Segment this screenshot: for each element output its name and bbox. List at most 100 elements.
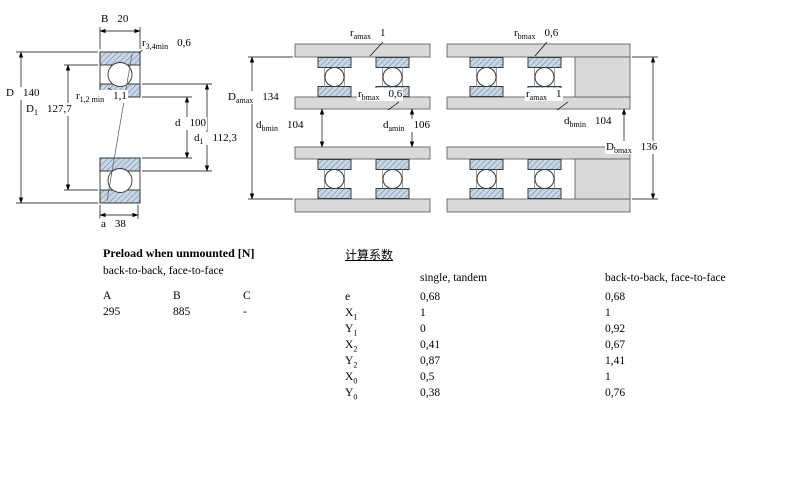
dim-subscript: bmax — [613, 146, 632, 156]
dim-value: 104 — [286, 119, 304, 131]
preload-header-a: A — [103, 290, 112, 302]
dim-subscript: bmax — [361, 93, 380, 103]
dim-symbol: r — [358, 88, 362, 100]
dim-subscript: amax — [529, 93, 547, 103]
dim-subscript: amax — [235, 96, 254, 106]
preload-subtitle: back-to-back, face-to-face — [103, 265, 224, 277]
dim-value: 0,6 — [177, 37, 191, 49]
dim-Dbmax: Dbmax 136 — [605, 141, 659, 156]
factors-header-row: single, tandem back-to-back, face-to-fac… — [345, 272, 785, 287]
dim-value: 1 — [380, 27, 386, 39]
preload-value-c: - — [243, 306, 247, 318]
dim-value: 0,6 — [544, 27, 559, 39]
preload-header-b: B — [173, 290, 181, 302]
factor-symbol: e — [345, 291, 351, 303]
factor-value-single: 0,38 — [420, 387, 441, 399]
right-arrangement — [446, 41, 658, 213]
factor-value-single: 1 — [420, 307, 426, 319]
factor-row-y0: Y0 0,38 0,76 — [345, 387, 785, 403]
factor-symbol: Y2 — [345, 355, 358, 370]
factor-row-x2: X2 0,41 0,67 — [345, 339, 785, 355]
factor-row-e: e 0,68 0,68 — [345, 291, 785, 307]
single-bearing-section — [99, 51, 141, 204]
preload-value-a: 295 — [103, 306, 121, 318]
factor-value-single: 0,68 — [420, 291, 441, 303]
dim-symbol: B — [101, 13, 109, 25]
dim-symbol: D — [606, 141, 614, 153]
factor-value-back: 1 — [605, 371, 611, 383]
dim-symbol: r — [142, 37, 146, 49]
dim-symbol: a — [101, 218, 106, 230]
dim-value: 106 — [413, 119, 431, 131]
dim-subscript: amin — [388, 124, 405, 134]
factors-rows: e 0,68 0,68 X1 1 1 Y1 0 0,92 X2 0,41 0,6… — [345, 291, 785, 403]
factors-title[interactable]: 计算系数 — [345, 248, 394, 262]
dim-symbol: r — [514, 27, 518, 39]
dim-symbol: r — [526, 88, 530, 100]
factor-symbol: X2 — [345, 339, 358, 354]
dim-ramax-middle: ramax 1 — [349, 27, 387, 42]
dim-symbol: r — [350, 27, 354, 39]
preload-table: Preload when unmounted [N] back-to-back,… — [103, 246, 373, 318]
factor-symbol: X0 — [345, 371, 358, 386]
dim-rbmax-right: rbmax 0,6 — [513, 27, 560, 42]
factor-row-y2: Y2 0,87 1,41 — [345, 355, 785, 371]
factor-value-single: 0,41 — [420, 339, 441, 351]
dim-symbol: d — [175, 117, 181, 129]
dim-a: a 38 — [100, 218, 127, 231]
preload-header-row: A B C — [103, 290, 373, 302]
dim-symbol: D — [26, 103, 34, 115]
preload-title: Preload when unmounted [N] — [103, 246, 255, 260]
dim-value: 38 — [114, 218, 126, 230]
dim-value: 100 — [189, 117, 207, 129]
dim-value: 140 — [22, 87, 40, 99]
factor-value-single: 0,5 — [420, 371, 435, 383]
calculation-factors-table: 计算系数 single, tandem back-to-back, face-t… — [345, 246, 785, 403]
dim-D: D 140 — [5, 87, 41, 100]
factors-col2-header: back-to-back, face-to-face — [605, 272, 726, 284]
dim-subscript: amax — [353, 32, 371, 42]
dim-D1: D1 127,7 — [25, 103, 73, 118]
dim-subscript: bmax — [517, 32, 536, 42]
dim-symbol: d — [564, 115, 570, 127]
dim-subscript: 1,2 min — [79, 95, 105, 105]
factor-row-x1: X1 1 1 — [345, 307, 785, 323]
factor-value-single: 0 — [420, 323, 426, 335]
factor-row-y1: Y1 0 0,92 — [345, 323, 785, 339]
dim-subscript: bmin — [261, 124, 278, 134]
right-dimension-lines — [534, 41, 658, 200]
factor-symbol: Y1 — [345, 323, 358, 338]
left-dimension-lines — [16, 27, 212, 219]
dim-subscript: bmin — [569, 120, 586, 130]
dim-symbol: D — [6, 87, 14, 99]
factor-value-back: 1,41 — [605, 355, 626, 367]
factor-value-single: 0,87 — [420, 355, 441, 367]
factor-row-x0: X0 0,5 1 — [345, 371, 785, 387]
dim-value: 127,7 — [46, 103, 72, 115]
dim-value: 1,1 — [113, 90, 127, 102]
dim-d: d 100 — [174, 117, 207, 130]
factor-value-back: 0,92 — [605, 323, 626, 335]
dim-value: 1 — [556, 88, 562, 100]
factor-value-back: 0,67 — [605, 339, 626, 351]
factor-value-back: 0,76 — [605, 387, 626, 399]
factor-value-back: 0,68 — [605, 291, 626, 303]
preload-value-row: 295 885 - — [103, 306, 373, 318]
dim-dbmin-middle: dbmin 104 — [255, 119, 305, 134]
contact-angle-line — [106, 53, 133, 202]
factor-symbol: Y0 — [345, 387, 358, 402]
dim-value: 134 — [262, 91, 279, 103]
dim-subscript: 1 — [33, 108, 38, 118]
dim-ramax-right: ramax 1 — [525, 88, 563, 103]
dim-symbol: d — [194, 132, 200, 144]
dim-symbol: d — [256, 119, 262, 131]
dim-value: 136 — [640, 141, 658, 153]
